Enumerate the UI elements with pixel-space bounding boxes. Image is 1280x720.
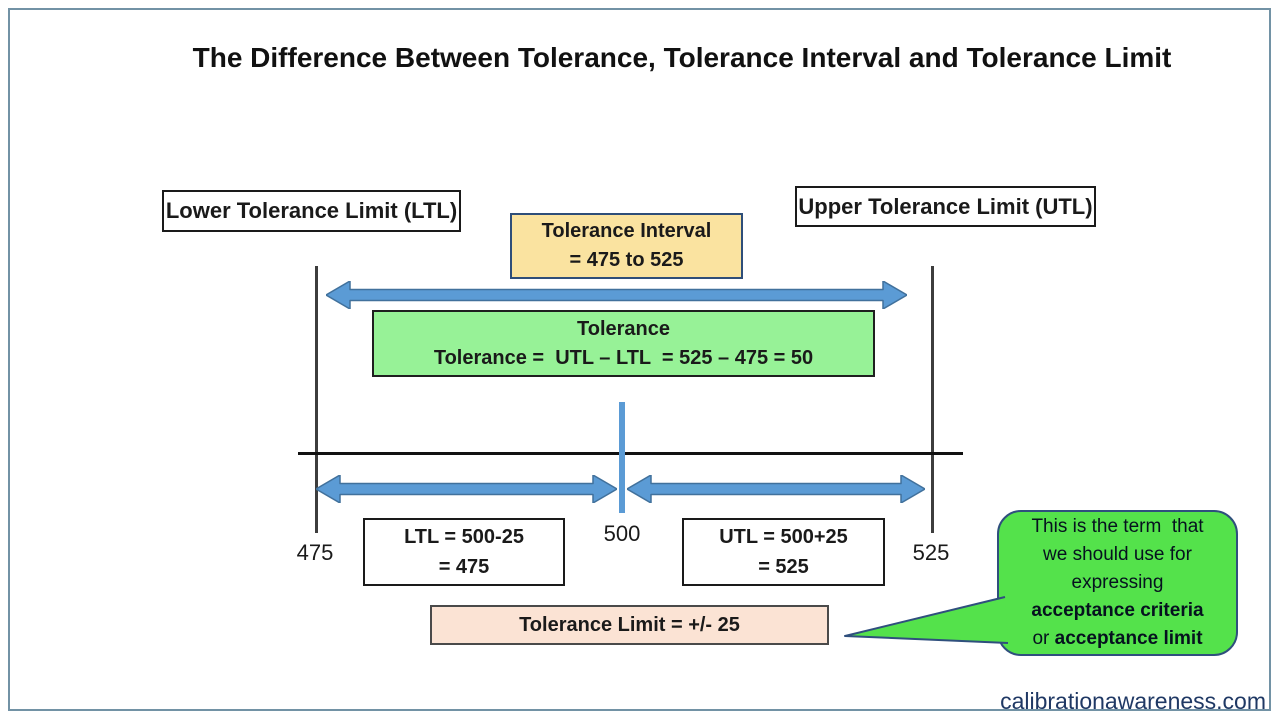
callout-line2: we should use for: [1043, 544, 1192, 565]
callout-line1: This is the term that: [1031, 516, 1204, 537]
website-text: calibrationawareness.com: [1000, 688, 1266, 714]
ltl-calculation-line2: = 475: [438, 556, 490, 578]
tick-label-475: 475: [296, 540, 334, 565]
callout-tail: [844, 596, 1009, 644]
center-tick-mark: [619, 402, 625, 513]
utl-calculation-line1: UTL = 500+25: [719, 526, 848, 548]
upper-tolerance-limit-label: Upper Tolerance Limit (UTL): [798, 193, 1093, 219]
tolerance-limit-text: Tolerance Limit = +/- 25: [519, 613, 740, 636]
callout-line5: or acceptance limit: [1032, 625, 1202, 653]
ltl-span-arrow: [316, 475, 617, 503]
callout-line4: acceptance criteria: [1031, 600, 1204, 621]
tick-label-500: 500: [603, 521, 641, 546]
tolerance-limit-box: Tolerance Limit = +/- 25: [430, 605, 829, 645]
lower-tolerance-limit-label: Lower Tolerance Limit (LTL): [165, 198, 458, 223]
number-line: [298, 452, 963, 455]
tolerance-interval-arrow: [326, 281, 907, 309]
ltl-calculation-box: LTL = 500-25 = 475: [363, 518, 565, 586]
tick-label-525: 525: [912, 540, 950, 565]
callout-line3: expressing: [1071, 572, 1164, 593]
utl-span-arrow: [627, 475, 925, 503]
callout-line5-prefix: or: [1032, 628, 1055, 649]
tolerance-box: Tolerance Tolerance = UTL – LTL = 525 – …: [372, 310, 875, 377]
callout-line5-bold: acceptance limit: [1054, 628, 1203, 649]
tolerance-interval-box: Tolerance Interval = 475 to 525: [510, 213, 743, 279]
tolerance-interval-value: = 475 to 525: [569, 249, 684, 271]
page-title: The Difference Between Tolerance, Tolera…: [192, 42, 1172, 73]
tolerance-interval-title: Tolerance Interval: [541, 220, 712, 242]
utl-calculation-line2: = 525: [758, 556, 809, 578]
callout-bubble: This is the term that we should use for …: [997, 510, 1238, 656]
tolerance-formula: Tolerance = UTL – LTL = 525 – 475 = 50: [433, 346, 814, 369]
ltl-calculation-line1: LTL = 500-25: [404, 526, 524, 548]
utl-calculation-box: UTL = 500+25 = 525: [682, 518, 885, 586]
lower-limit-line: [315, 266, 318, 533]
tolerance-title: Tolerance: [577, 317, 670, 340]
lower-tolerance-limit-box: Lower Tolerance Limit (LTL): [162, 190, 461, 232]
upper-limit-line: [931, 266, 934, 533]
upper-tolerance-limit-box: Upper Tolerance Limit (UTL): [795, 186, 1096, 227]
